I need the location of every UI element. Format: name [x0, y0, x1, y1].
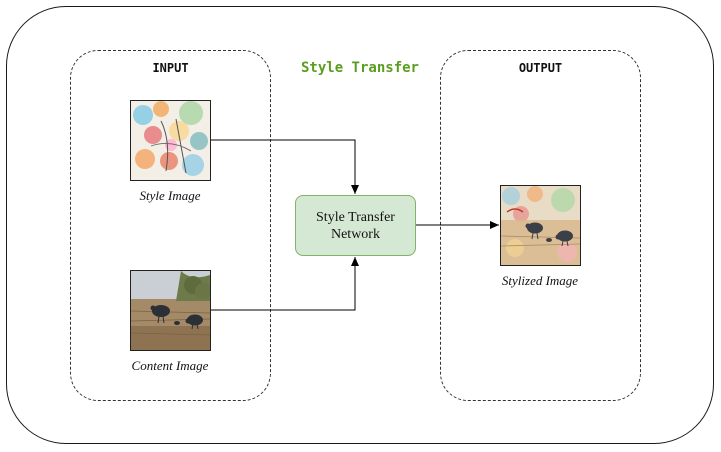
content-image: [130, 270, 211, 351]
style-to-network-arrow: [211, 139, 359, 194]
style-image-caption: Style Image: [139, 188, 201, 203]
input-group: INPUT: [70, 50, 271, 401]
stylized-image: [500, 185, 581, 266]
content-image-caption: Content Image: [131, 358, 209, 373]
output-group-label: OUTPUT: [518, 61, 563, 75]
style-transfer-network-node: Style Transfer Network: [295, 195, 416, 256]
outer-frame: [6, 6, 714, 444]
stylized-image-caption: Stylized Image: [501, 273, 579, 288]
input-group-label: INPUT: [152, 61, 189, 75]
diagram-title: Style Transfer: [300, 60, 419, 76]
content-to-network-arrow: [211, 257, 359, 311]
style-image: [130, 100, 211, 181]
